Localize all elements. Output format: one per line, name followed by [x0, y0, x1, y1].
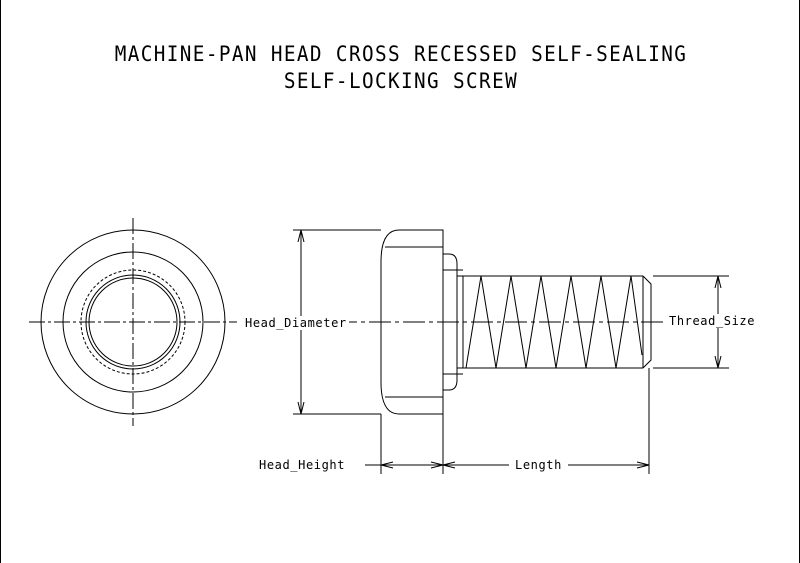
head-height-arrow-left — [380, 461, 394, 469]
head-height-label: Head_Height — [257, 458, 348, 472]
seal-collar — [443, 253, 458, 391]
end-view — [29, 218, 237, 426]
head-diameter-label: Head_Diameter — [243, 316, 349, 330]
side-view — [301, 229, 691, 415]
length-label: Length — [509, 458, 568, 472]
thread-size-arrow-top — [714, 275, 722, 289]
length-dimensions — [365, 368, 650, 474]
head-diameter-arrow-bottom — [297, 401, 305, 415]
head-diameter-arrow-top — [297, 229, 305, 243]
thread-size-label: Thread_Size — [667, 314, 758, 328]
thread-size-arrow-bottom — [714, 355, 722, 369]
length-arrow-left — [442, 461, 456, 469]
drawing-title-line-1: MACHINE-PAN HEAD CROSS RECESSED SELF-SEA… — [114, 42, 688, 66]
thread-chamfer-end — [642, 275, 652, 369]
pan-head-outline — [380, 229, 444, 415]
drawing-title-line-2: SELF-LOCKING SCREW — [283, 69, 519, 93]
length-arrow-right — [636, 461, 650, 469]
thread-helix — [465, 275, 643, 369]
